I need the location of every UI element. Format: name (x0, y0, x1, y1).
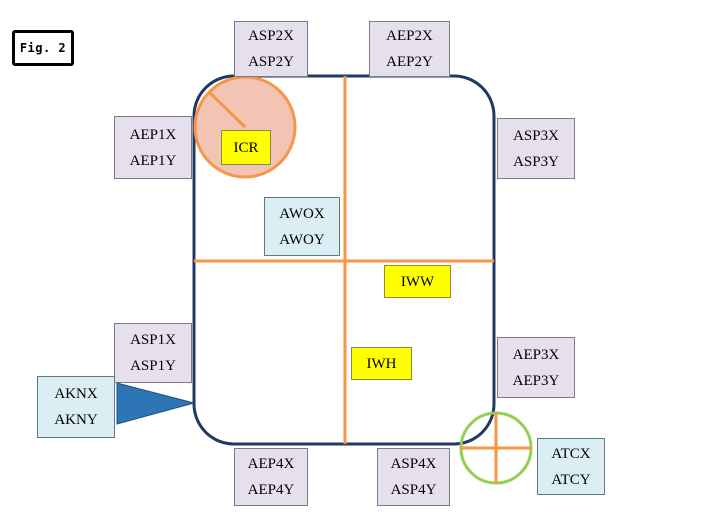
aep4-y-label: AEP4Y (247, 482, 295, 498)
aep2-box: AEP2X AEP2Y (369, 21, 450, 77)
asp3-y-label: ASP3Y (513, 153, 559, 170)
asp4-y-label: ASP4Y (390, 482, 437, 498)
aep1-x-label: AEP1X (129, 126, 177, 143)
icr-radius-line (208, 91, 247, 129)
awo-y-label: AWOY (279, 231, 325, 248)
atc-y-label: ATCY (551, 471, 591, 488)
asp1-y-label: ASP1Y (130, 358, 176, 374)
asp2-x-label: ASP2X (248, 28, 294, 44)
atc-x-label: ATCX (551, 445, 591, 462)
aep3-y-label: AEP3Y (512, 372, 560, 389)
knob-pointer (116, 382, 196, 425)
aep1-y-label: AEP1Y (129, 152, 177, 169)
asp1-x-label: ASP1X (130, 332, 176, 348)
aep2-y-label: AEP2Y (386, 54, 433, 70)
iww-label: IWW (384, 265, 451, 298)
aep1-box: AEP1X AEP1Y (114, 116, 192, 179)
iwh-label: IWH (351, 347, 412, 380)
akn-x-label: AKNX (54, 386, 98, 402)
aep3-x-label: AEP3X (512, 346, 560, 363)
awo-box: AWOX AWOY (264, 197, 340, 256)
asp3-x-label: ASP3X (513, 127, 559, 144)
asp3-box: ASP3X ASP3Y (497, 118, 575, 179)
asp2-y-label: ASP2Y (248, 54, 294, 70)
atc-box: ATCX ATCY (537, 438, 605, 495)
asp1-box: ASP1X ASP1Y (114, 323, 192, 383)
asp4-x-label: ASP4X (390, 456, 437, 472)
aep2-x-label: AEP2X (386, 28, 433, 44)
asp4-box: ASP4X ASP4Y (377, 448, 450, 506)
akn-box: AKNX AKNY (37, 376, 115, 438)
awo-x-label: AWOX (279, 205, 325, 222)
icr-label: ICR (221, 130, 271, 165)
asp2-box: ASP2X ASP2Y (234, 21, 308, 77)
akn-y-label: AKNY (54, 412, 98, 428)
aep3-box: AEP3X AEP3Y (497, 337, 575, 398)
aep4-box: AEP4X AEP4Y (234, 448, 308, 506)
aep4-x-label: AEP4X (247, 456, 295, 472)
figure-label: Fig. 2 (12, 30, 74, 66)
